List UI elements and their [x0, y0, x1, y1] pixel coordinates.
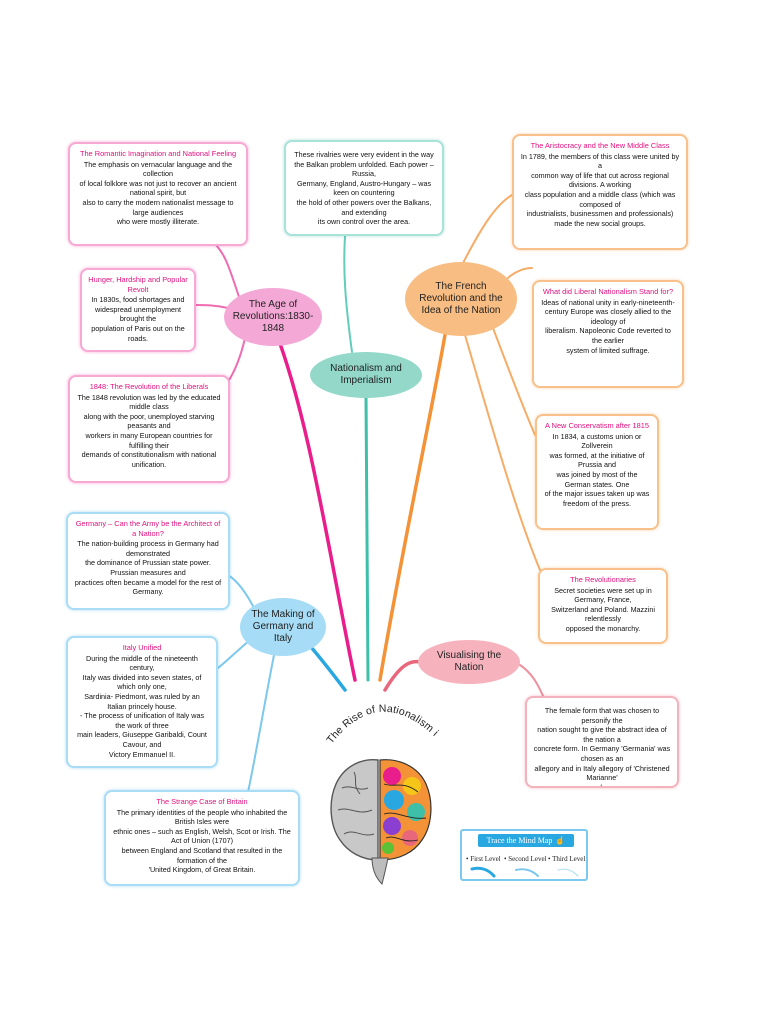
card-text: In 1834, a customs union or Zollverein w…: [544, 431, 650, 508]
hub-age-label: The Age of Revolutions:1830-1848: [232, 299, 314, 334]
brain-stem: [371, 857, 389, 885]
hub-nationalism-imperialism[interactable]: Nationalism and Imperialism: [310, 352, 422, 398]
card-title: The Aristocracy and the New Middle Class: [530, 141, 670, 150]
card-aristocracy-middle-class: The Aristocracy and the New Middle Class…: [512, 134, 688, 250]
card-title: What did Liberal Nationalism Stand for?: [542, 287, 674, 296]
card-text: Ideas of national unity in early-ninetee…: [541, 297, 675, 355]
card-new-conservatism: A New Conservatism after 1815 In 1834, a…: [535, 414, 659, 530]
connector-age-main: [273, 328, 357, 682]
center-title: The Rise of Nationalism in Europe: [322, 688, 440, 746]
hub-germany-label: The Making of Germany and Italy: [251, 609, 315, 644]
connector-french-main: [378, 333, 447, 682]
legend-line-samples: [470, 866, 579, 878]
card-title: The Romantic Imagination and National Fe…: [79, 149, 237, 158]
card-title: Germany – Can the Army be the Architect …: [75, 519, 221, 538]
connector-imperialism-main: [364, 393, 370, 682]
hub-imperialism-label: Nationalism and Imperialism: [330, 363, 402, 386]
card-text: During the middle of the nineteenth cent…: [77, 653, 207, 759]
hub-visualising-label: Visualising the Nation: [436, 650, 502, 673]
card-female-form: The female form that was chosen to perso…: [525, 696, 679, 788]
legend-third-level: • Third Level: [548, 855, 586, 863]
legend-title: Trace the Mind Map☝: [478, 834, 574, 847]
connector-germany-britain: [247, 649, 276, 793]
connector-french-revolutionaries: [464, 334, 541, 571]
card-title: 1848: The Revolution of the Liberals: [89, 382, 209, 391]
card-title: A New Conservatism after 1815: [545, 421, 649, 430]
connector-age-romantic: [209, 239, 241, 301]
hub-french-revolution[interactable]: The French Revolution and the Idea of th…: [405, 262, 517, 336]
legend-first-line: [470, 866, 496, 878]
connector-germany-army: [227, 574, 256, 611]
card-text: The 1848 revolution was led by the educa…: [77, 392, 221, 469]
card-title: The Strange Case of Britain: [156, 797, 248, 806]
legend-second-level: • Second Level: [504, 855, 547, 863]
card-title: The Revolutionaries: [570, 575, 636, 584]
legend-second-line: [515, 868, 539, 877]
card-revolution-of-liberals: 1848: The Revolution of the Liberals The…: [68, 375, 230, 483]
card-title: Hunger, Hardship and Popular Revolt: [88, 275, 188, 294]
card-text: In 1789, the members of this class were …: [520, 151, 680, 228]
pointer-icon: ☝: [555, 836, 566, 845]
card-text: Secret societies were set up in Germany,…: [551, 585, 655, 633]
card-revolutionaries: The Revolutionaries Secret societies wer…: [538, 568, 668, 644]
legend-first-level: • First Level: [466, 855, 501, 863]
connector-french-conservatism: [489, 319, 536, 436]
connector-imperialism-rivalries: [343, 235, 353, 353]
card-strange-case-britain: The Strange Case of Britain The primary …: [104, 790, 300, 886]
card-germany-army: Germany – Can the Army be the Architect …: [66, 512, 230, 610]
card-liberal-nationalism: What did Liberal Nationalism Stand for? …: [532, 280, 684, 388]
hub-germany-italy[interactable]: The Making of Germany and Italy: [240, 598, 326, 656]
card-text: These rivalries were very evident in the…: [294, 150, 434, 227]
hub-visualising-nation[interactable]: Visualising the Nation: [418, 640, 520, 684]
card-balkan-rivalries: These rivalries were very evident in the…: [284, 140, 444, 236]
connector-age-hunger: [194, 304, 229, 309]
card-romantic-imagination: The Romantic Imagination and National Fe…: [68, 142, 248, 246]
brain-illustration: The Rise of Nationalism in Europe: [322, 688, 440, 885]
card-hunger-hardship: Hunger, Hardship and Popular Revolt In 1…: [80, 268, 196, 352]
card-text: The female form that was chosen to perso…: [533, 706, 671, 788]
connector-germany-italy: [217, 639, 251, 669]
card-text: The nation-building process in Germany h…: [74, 539, 222, 597]
card-text: In 1830s, food shortages and widespread …: [91, 295, 185, 343]
mind-map-legend: Trace the Mind Map☝ • First Level • Seco…: [460, 829, 588, 881]
connector-french-aristocracy: [461, 194, 513, 266]
card-text: The primary identities of the people who…: [113, 807, 291, 875]
card-text: The emphasis on vernacular language and …: [79, 159, 237, 227]
connector-visualising-female: [519, 664, 546, 701]
hub-age-of-revolutions[interactable]: The Age of Revolutions:1830-1848: [224, 288, 322, 346]
hub-french-label: The French Revolution and the Idea of th…: [419, 281, 503, 316]
legend-third-line: [557, 868, 579, 877]
card-italy-unified: Italy Unified During the middle of the n…: [66, 636, 218, 768]
card-title: Italy Unified: [122, 643, 162, 652]
connector-visualising-main: [383, 659, 422, 692]
